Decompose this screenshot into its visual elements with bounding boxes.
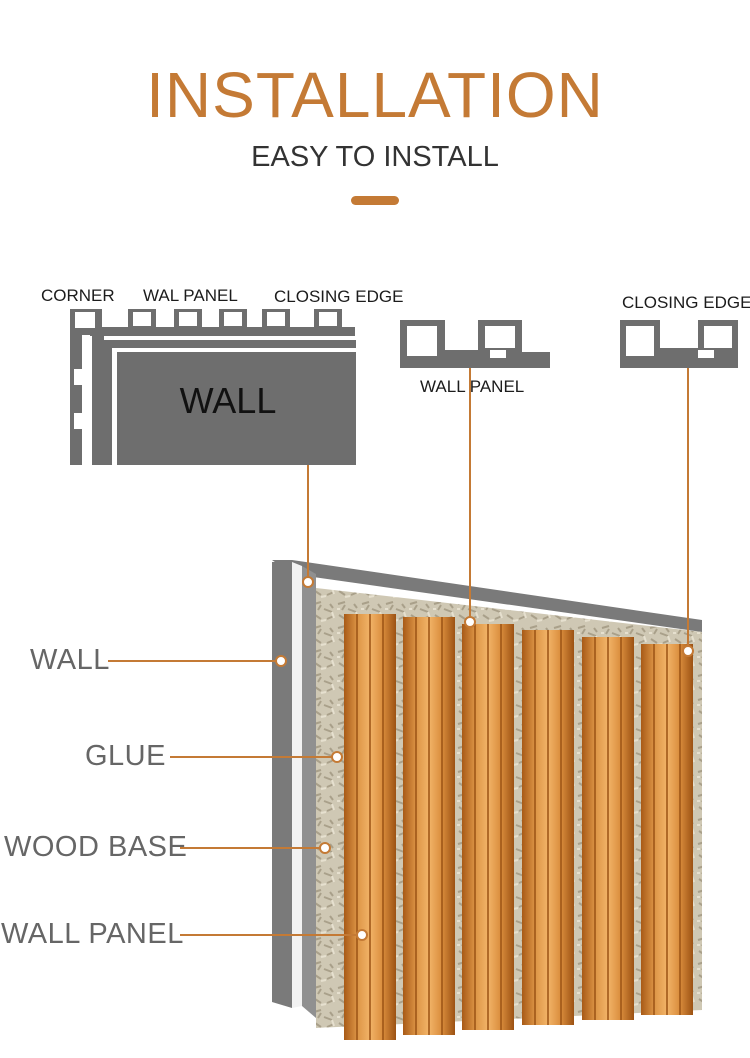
wall-block-label: WALL xyxy=(180,380,277,421)
leader-dots xyxy=(275,576,694,941)
wall-panel-profile-label: WALL PANEL xyxy=(420,377,525,396)
page-title: INSTALLATION xyxy=(146,59,604,131)
wall-block xyxy=(117,352,356,465)
wal-panel-label: WAL PANEL xyxy=(143,286,238,305)
closing-edge-label: CLOSING EDGE xyxy=(274,287,404,306)
page-subtitle: EASY TO INSTALL xyxy=(251,141,499,173)
wall-panel-profile xyxy=(400,320,550,368)
closing-edge-profile xyxy=(620,320,738,368)
layer-label-glue: GLUE xyxy=(85,740,166,772)
accent-divider xyxy=(351,196,399,205)
wall-panel-slats xyxy=(344,614,693,1040)
layer-label-wall: WALL xyxy=(30,644,110,676)
corner-label: CORNER xyxy=(41,286,115,305)
layer-label-wall-panel: WALL PANEL xyxy=(1,918,184,950)
corner-profile-diagram: WALL xyxy=(70,309,356,465)
closing-edge-profile-label: CLOSING EDGE xyxy=(622,293,750,312)
leader-lines xyxy=(108,368,689,936)
layer-label-wood-base: WOOD BASE xyxy=(4,831,188,863)
